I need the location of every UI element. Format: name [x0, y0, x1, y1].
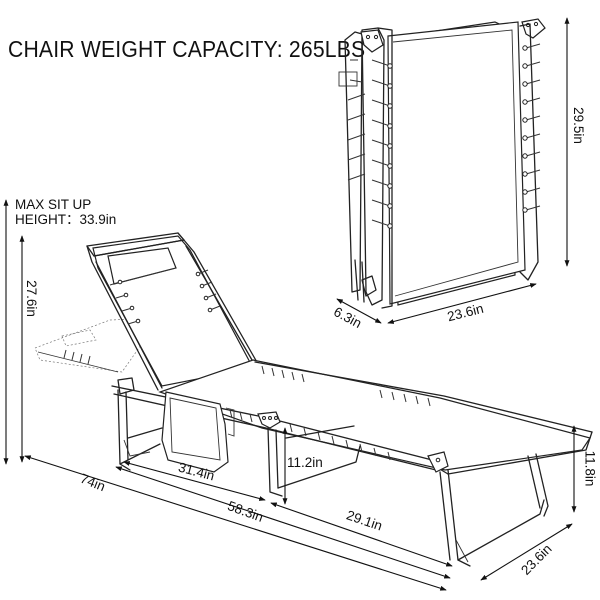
- chair-width-arrow: [480, 523, 573, 581]
- rear-section-length-arrow: [270, 502, 453, 567]
- lounge-chair-illustration: [34, 232, 593, 567]
- mid-seat-height-label: 11.2in: [287, 455, 323, 470]
- frame-length-arrow: [115, 466, 451, 579]
- front-section-length-arrow: [123, 461, 266, 501]
- seat-rail-cords: [199, 365, 431, 461]
- folded-width-arrow: [387, 283, 537, 324]
- max-sit-up-label-line1: MAX SIT UP: [15, 197, 92, 212]
- elastic-cords-right: [522, 43, 541, 213]
- weight-capacity-title: CHAIR WEIGHT CAPACITY: 265LBS: [8, 36, 366, 62]
- folded-chair-illustration: [338, 18, 546, 309]
- rear-seat-height-label: 11.8in: [582, 450, 598, 487]
- backrest-cords: [109, 269, 221, 325]
- max-sit-up-label-line2: HEIGHT：33.9in: [15, 212, 117, 227]
- elastic-cords-left: [347, 59, 393, 229]
- backrest-height-label: 27.6in: [23, 280, 39, 317]
- folded-depth-arrow: [336, 298, 382, 324]
- folded-height-label: 29.5in: [570, 107, 586, 144]
